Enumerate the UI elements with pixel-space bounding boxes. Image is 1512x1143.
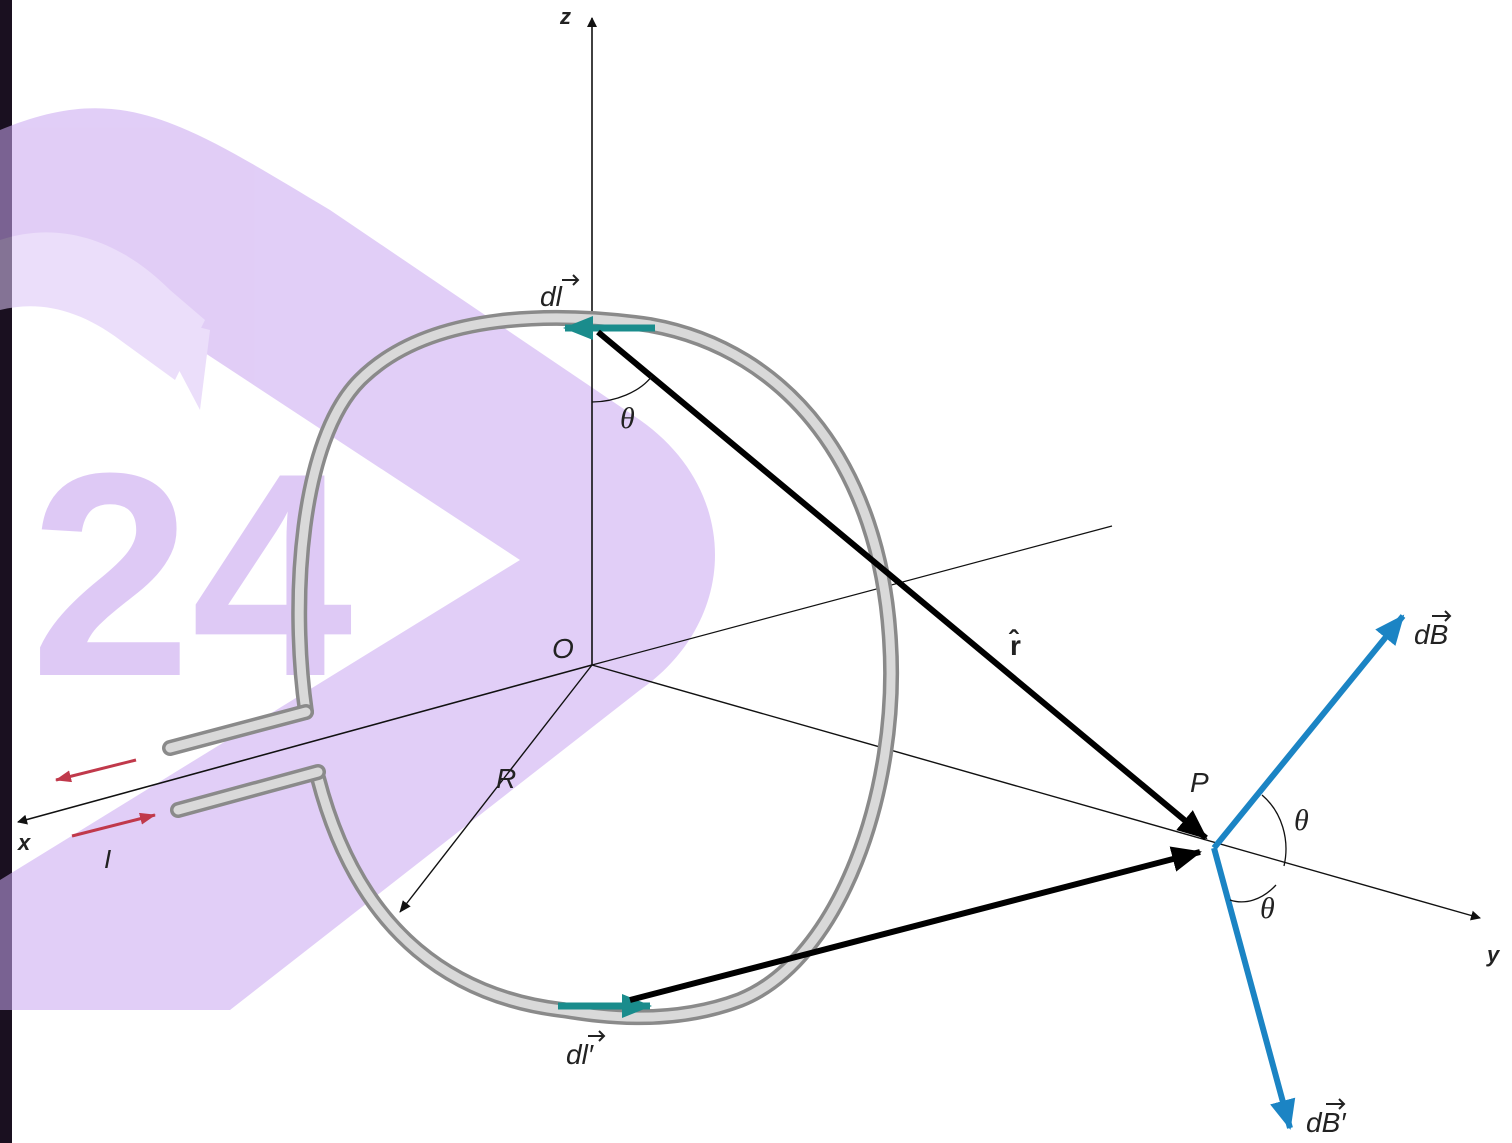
dB-label: dB bbox=[1414, 610, 1452, 650]
vector-arrow-icon bbox=[588, 1030, 606, 1042]
current-in-arrow bbox=[71, 812, 156, 838]
theta-label-lower: θ bbox=[1260, 892, 1275, 925]
svg-text:dl′: dl′ bbox=[566, 1039, 595, 1070]
r-vector-bottom bbox=[629, 846, 1202, 1003]
dB-prime-label: dB′ bbox=[1306, 1098, 1347, 1138]
x-axis-label: x bbox=[17, 830, 31, 855]
y-axis-label: y bbox=[1486, 942, 1501, 967]
point-P-label: P bbox=[1190, 767, 1209, 798]
theta-arc-upper bbox=[1261, 794, 1287, 867]
y-axis-line bbox=[591, 664, 1481, 921]
z-axis-label: z bbox=[559, 4, 571, 29]
svg-text:dB′: dB′ bbox=[1306, 1107, 1347, 1138]
dl-bottom-label: dl′ bbox=[566, 1030, 606, 1070]
origin-label: O bbox=[552, 633, 574, 664]
theta-label-upper: θ bbox=[1294, 804, 1309, 837]
dB-prime-vector bbox=[1211, 847, 1296, 1130]
svg-text:dB: dB bbox=[1414, 619, 1448, 650]
current-loop-wire bbox=[162, 309, 899, 1026]
svg-text:dl: dl bbox=[540, 281, 563, 312]
dl-top-label: dl bbox=[540, 274, 580, 312]
current-label: I bbox=[104, 844, 111, 874]
x-axis-back-line bbox=[591, 525, 1113, 666]
vector-arrow-icon bbox=[1432, 610, 1452, 622]
current-out-arrow bbox=[55, 758, 137, 783]
watermark-logo bbox=[0, 108, 715, 1011]
theta-arc-top bbox=[591, 375, 653, 403]
unit-r-label: r̂ bbox=[1008, 629, 1021, 661]
theta-label-top: θ bbox=[620, 402, 635, 435]
theta-arc-lower bbox=[1229, 884, 1277, 903]
radius-label: R bbox=[496, 763, 516, 794]
dB-vector bbox=[1211, 614, 1406, 850]
x-axis-line bbox=[17, 664, 593, 825]
radius-arrow bbox=[399, 664, 593, 913]
vector-arrow-icon bbox=[1326, 1098, 1346, 1110]
vector-arrow-icon bbox=[562, 274, 580, 286]
r-vector-top bbox=[596, 329, 1208, 841]
